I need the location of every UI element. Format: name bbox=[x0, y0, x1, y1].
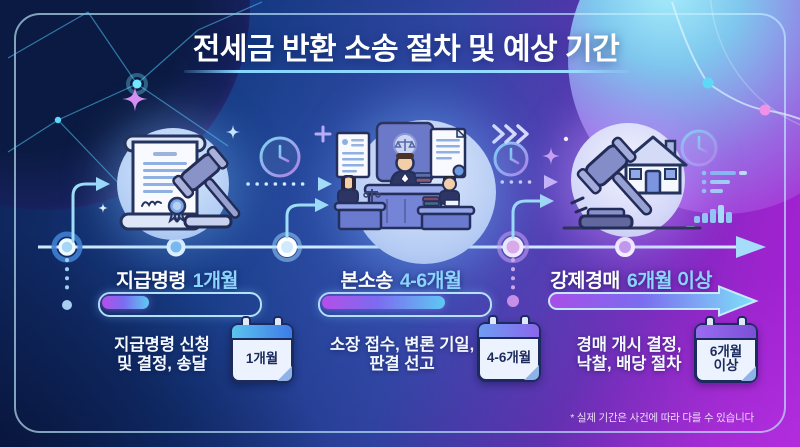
scales-emblem bbox=[393, 133, 417, 157]
left-attorney bbox=[333, 175, 387, 231]
stage-1-progress-bar bbox=[98, 292, 262, 317]
calendar-header bbox=[232, 325, 292, 340]
stage-1-description-line2: 및 결정, 송달 bbox=[117, 355, 207, 373]
connector-arrows bbox=[71, 177, 554, 243]
judge-figure bbox=[389, 153, 421, 187]
clock-hands bbox=[278, 135, 709, 165]
document-seal-gavel-illustration bbox=[119, 134, 241, 231]
stage-2-description-line2: 판결 선고 bbox=[369, 355, 435, 373]
calendar-icon: 6개월 이상 bbox=[694, 316, 758, 383]
stage-3-label: 강제경매 6개월 이상 bbox=[501, 264, 761, 293]
stage-2-description-line1: 소장 접수, 변론 기일, bbox=[329, 336, 475, 354]
title-underline bbox=[184, 70, 630, 73]
stage-1-label: 지급명령 1개월 bbox=[57, 264, 297, 293]
stage-1-duration: 1개월 bbox=[192, 270, 239, 292]
stage-3-name: 강제경매 bbox=[550, 270, 620, 292]
stage-2-progress-fill bbox=[322, 296, 445, 309]
stage-1-description: 지급명령 신청 및 결정, 송달 bbox=[82, 336, 242, 374]
gavel-house-auction-illustration bbox=[562, 135, 702, 230]
stage-2-progress-bar bbox=[318, 292, 492, 317]
stage-2-description: 소장 접수, 변론 기일, 판결 선고 bbox=[312, 336, 492, 374]
right-attorney bbox=[416, 176, 476, 231]
left-document bbox=[335, 131, 371, 179]
checklist-icon bbox=[701, 170, 747, 194]
chevron-right-icon bbox=[492, 124, 529, 144]
calendar-label: 6개월 이상 bbox=[709, 343, 743, 373]
page-title: 전세금 반환 소송 절차 및 예상 기간 bbox=[192, 33, 620, 66]
stage-3-progress-arrow bbox=[548, 285, 759, 317]
stage-1-progress-fill bbox=[102, 296, 149, 309]
bar-chart-icon bbox=[686, 205, 732, 229]
timeline-node-2 bbox=[166, 237, 186, 257]
stage-3-duration: 6개월 이상 bbox=[626, 270, 713, 292]
calendar-header bbox=[479, 324, 539, 339]
constellation-node-dot bbox=[54, 116, 62, 124]
timeline-node-6 bbox=[615, 237, 635, 257]
border-frame bbox=[14, 13, 786, 433]
drop-dot bbox=[507, 295, 519, 307]
timeline-arrow-icon bbox=[736, 236, 766, 258]
drop-dot bbox=[62, 300, 72, 310]
calendar-icon: 4-6개월 bbox=[477, 315, 541, 382]
right-document bbox=[429, 127, 467, 179]
calendar-label: 1개월 bbox=[245, 350, 279, 366]
constellation-node-dot bbox=[132, 79, 142, 89]
stage-3-description-line2: 낙찰, 배당 절차 bbox=[576, 355, 682, 373]
constellation-node-glow bbox=[126, 73, 148, 95]
signature-squiggle bbox=[141, 200, 162, 207]
stage-1-description-line1: 지급명령 신청 bbox=[114, 336, 210, 354]
auction-gavel-icon bbox=[570, 136, 653, 230]
stage-1-name: 지급명령 bbox=[116, 270, 186, 292]
gavel-icon bbox=[172, 145, 241, 229]
stage-3-description: 경매 개시 결정, 낙찰, 배당 절차 bbox=[539, 336, 719, 374]
stage-2-name: 본소송 bbox=[340, 270, 394, 292]
courtroom-illustration bbox=[333, 121, 476, 231]
calendar-icon: 1개월 bbox=[230, 316, 294, 383]
stage-3-description-line1: 경매 개시 결정, bbox=[576, 336, 682, 354]
stage-2-duration: 4-6개월 bbox=[399, 270, 462, 292]
footnote: * 실제 기간은 사건에 따라 다를 수 있습니다 bbox=[570, 412, 754, 424]
ribbon-seal bbox=[167, 196, 187, 224]
calendar-header bbox=[696, 325, 756, 340]
calendar-label: 4-6개월 bbox=[486, 349, 532, 365]
network-constellation-decoration bbox=[7, 1, 263, 213]
orbit-curve-decoration bbox=[671, 0, 800, 126]
